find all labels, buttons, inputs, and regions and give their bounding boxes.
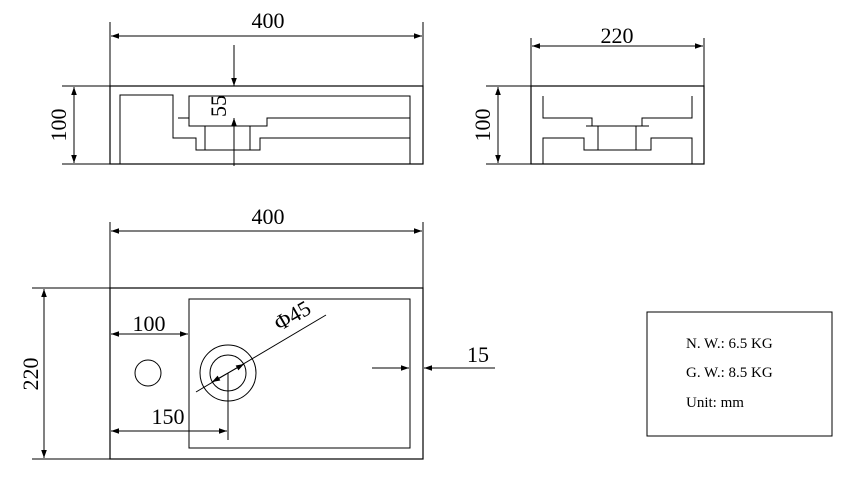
front-width-label: 400 [252,8,285,33]
tap-hole [134,359,162,387]
top-depth-label: 220 [18,358,43,391]
front-view: 400 100 55 [46,8,424,166]
top-view: 400 220 100 150 Φ45 15 [18,204,495,460]
unit-text: Unit: mm [686,395,744,411]
front-view-inner-profile [119,94,411,164]
spec-box: N. W.: 6.5 KG G. W.: 8.5 KG Unit: mm [646,311,833,437]
front-depth-label: 55 [206,95,231,117]
side-view-inner-profile [542,137,693,164]
side-view: 220 100 [470,23,705,165]
drain-diameter-label: Φ45 [270,295,315,336]
rim-label: 15 [467,342,489,367]
top-view-basin [188,298,411,449]
front-view-basin-floor [188,117,410,150]
top-width-label: 400 [252,204,285,229]
front-height-label: 100 [46,109,71,142]
spec-box-frame [646,311,833,437]
top-view-outline [109,287,424,460]
side-width-label: 220 [601,23,634,48]
side-height-label: 100 [470,109,495,142]
tap-offset-label: 100 [133,311,166,336]
drain-offset-label: 150 [152,404,185,429]
net-weight-text: N. W.: 6.5 KG [686,336,773,352]
side-view-outline [530,85,705,165]
gross-weight-text: G. W.: 8.5 KG [686,365,773,381]
